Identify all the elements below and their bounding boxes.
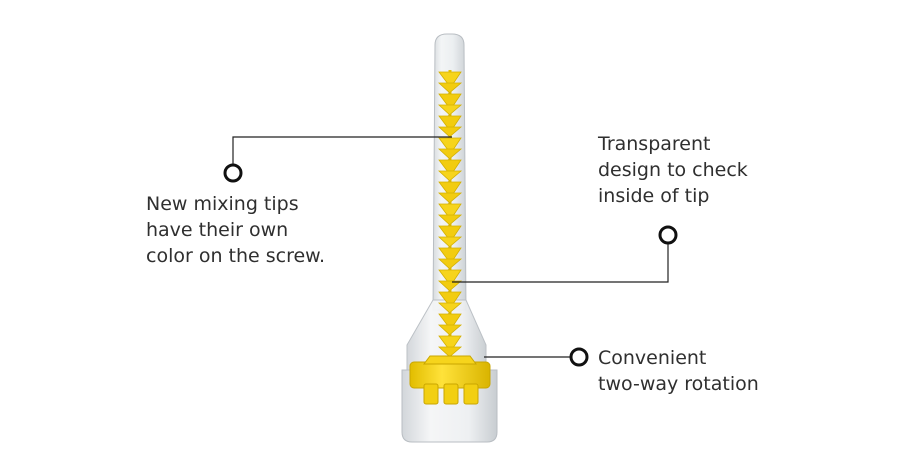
yellow-bayonet-ring <box>409 355 491 405</box>
callout-line-1: Convenient <box>598 347 707 369</box>
ring-marker-icon <box>658 225 678 245</box>
callout-line-2: design to check <box>598 159 748 181</box>
callout-line-1: New mixing tips <box>146 193 299 215</box>
yellow-mixing-screw <box>437 70 463 360</box>
ring-marker-icon <box>569 347 589 367</box>
callout-line-3: color on the screw. <box>146 245 326 267</box>
mixing-tip-image <box>401 33 498 443</box>
callout-line-3: inside of tip <box>598 185 710 207</box>
callout-line-2: have their own <box>146 219 289 241</box>
callout-label-new-mixing-tips: New mixing tips have their own color on … <box>146 191 325 269</box>
callout-line-right-top <box>452 244 669 283</box>
callout-line-1: Transparent <box>598 133 711 155</box>
callout-line-2: two-way rotation <box>598 373 759 395</box>
callout-label-rotation: Convenient two-way rotation <box>598 345 759 397</box>
ring-marker-icon <box>223 163 243 183</box>
callout-label-transparent-design: Transparent design to check inside of ti… <box>598 131 748 209</box>
callout-line-left <box>232 136 452 164</box>
